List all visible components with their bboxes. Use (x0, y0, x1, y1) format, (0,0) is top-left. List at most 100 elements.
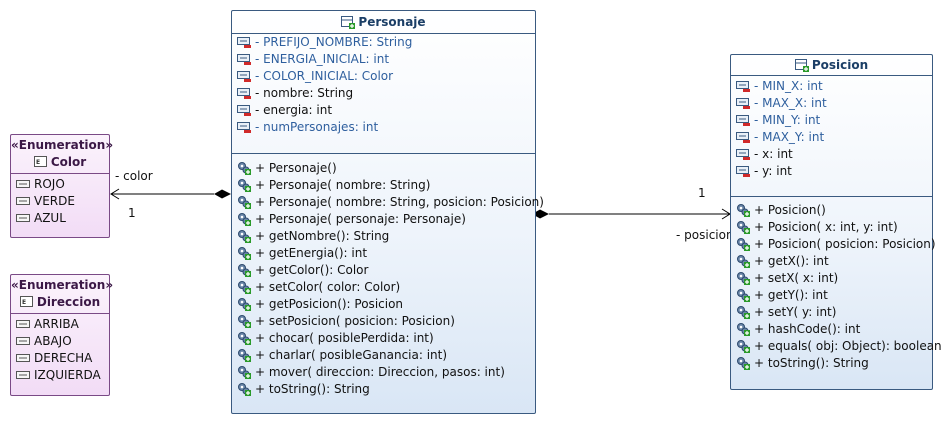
attribute-icon (736, 113, 750, 127)
operation-row-text: + Posicion() (754, 203, 826, 217)
operation-row-text: + charlar( posibleGanancia: int) (255, 348, 448, 362)
operation-row[interactable]: + mover( direccion: Direccion, pasos: in… (237, 364, 505, 381)
operation-icon (237, 331, 251, 345)
enum-literal-row[interactable]: AZUL (16, 210, 66, 227)
operation-row[interactable]: + toString(): String (736, 355, 869, 372)
operation-row-text: + toString(): String (754, 356, 869, 370)
enum-literal-row[interactable]: ABAJO (16, 333, 72, 350)
attribute-icon (736, 147, 750, 161)
literal-icon (16, 368, 30, 382)
operation-icon (237, 365, 251, 379)
attribute-icon (736, 96, 750, 110)
enum-literal-row[interactable]: ROJO (16, 176, 65, 193)
literal-icon (16, 211, 30, 225)
operation-icon (237, 263, 251, 277)
operation-icon (237, 297, 251, 311)
attribute-row-text: - MAX_X: int (754, 96, 827, 110)
operation-row[interactable]: + charlar( posibleGanancia: int) (237, 347, 447, 364)
attribute-row[interactable]: - x: int (736, 146, 793, 163)
operation-row[interactable]: + Personaje( nombre: String) (237, 177, 430, 194)
attribute-row[interactable]: - MAX_Y: int (736, 129, 824, 146)
operation-row[interactable]: + getNombre(): String (237, 228, 389, 245)
enum-color-header: «Enumeration» E Color (11, 135, 114, 174)
posicion-role-label: - posicion (676, 228, 734, 242)
operation-icon (736, 288, 750, 302)
literal-icon (16, 351, 30, 365)
attribute-row-text: - MIN_X: int (754, 79, 823, 93)
operation-row[interactable]: + setPosicion( posicion: Posicion) (237, 313, 455, 330)
operation-row[interactable]: + getPosicion(): Posicion (237, 296, 403, 313)
attribute-row[interactable]: - MIN_X: int (736, 78, 823, 95)
class-posicion[interactable]: Posicion - MIN_X: int - MAX_X: int - MIN_Y… (730, 54, 942, 390)
operation-row-text: + Personaje( personaje: Personaje) (255, 212, 466, 226)
operation-row-text: + setColor( color: Color) (255, 280, 401, 294)
attribute-row[interactable]: - MIN_Y: int (736, 112, 820, 129)
operation-row[interactable]: + Posicion( x: int, y: int) (736, 219, 898, 236)
svg-text:E: E (22, 299, 26, 306)
attribute-row[interactable]: - y: int (736, 163, 792, 180)
operation-row[interactable]: + Posicion() (736, 202, 826, 219)
operation-row[interactable]: + setX( x: int) (736, 270, 838, 287)
enum-direccion[interactable]: «Enumeration» E Direccion ARRIBA ABAJO DER… (10, 274, 113, 396)
operation-icon (237, 314, 251, 328)
attribute-icon (237, 35, 251, 49)
operation-icon (237, 195, 251, 209)
attribute-row[interactable]: - MAX_X: int (736, 95, 827, 112)
color-role-label: - color (115, 169, 153, 183)
operation-row[interactable]: + getEnergia(): int (237, 245, 367, 262)
operation-row-text: + getX(): int (754, 254, 829, 268)
enum-literal-row-text: VERDE (34, 194, 75, 208)
enum-direccion-header: «Enumeration» E Direccion (11, 275, 113, 314)
class-posicion-divider (731, 196, 932, 197)
attribute-row[interactable]: - nombre: String (237, 85, 353, 102)
operation-row[interactable]: + setColor( color: Color) (237, 279, 400, 296)
composition-diamond-posicion (532, 209, 549, 219)
operation-row[interactable]: + setY( y: int) (736, 304, 836, 321)
class-posicion-name: Posicion (811, 58, 869, 72)
operation-row[interactable]: + getY(): int (736, 287, 828, 304)
operation-row-text: + getEnergia(): int (255, 246, 368, 260)
operation-row-text: + Personaje( nombre: String) (255, 178, 431, 192)
attribute-row[interactable]: - ENERGIA_INICIAL: int (237, 51, 389, 68)
operation-row[interactable]: + hashCode(): int (736, 321, 860, 338)
attribute-icon (736, 130, 750, 144)
enum-literal-row-text: ARRIBA (34, 317, 79, 331)
operation-row[interactable]: + Personaje() (237, 160, 337, 177)
operation-row[interactable]: + chocar( posiblePerdida: int) (237, 330, 434, 347)
enum-color-stereotype: «Enumeration» (11, 138, 114, 152)
class-personaje[interactable]: Personaje - PREFIJO_NOMBRE: String- ENER… (231, 10, 544, 414)
enum-literal-row[interactable]: VERDE (16, 193, 75, 210)
enum-literal-row-text: ABAJO (34, 334, 72, 348)
attribute-row-text: - ENERGIA_INICIAL: int (255, 52, 390, 66)
attribute-icon (237, 103, 251, 117)
operation-row[interactable]: + getX(): int (736, 253, 829, 270)
operation-icon (237, 348, 251, 362)
literal-icon (16, 317, 30, 331)
operation-icon (736, 339, 750, 353)
operation-row[interactable]: + equals( obj: Object): boolean (736, 338, 942, 355)
enum-literal-row[interactable]: DERECHA (16, 350, 92, 367)
posicion-association[interactable] (532, 208, 731, 220)
attribute-row[interactable]: - PREFIJO_NOMBRE: String (237, 34, 412, 51)
enum-literal-row[interactable]: ARRIBA (16, 316, 79, 333)
operation-icon (237, 161, 251, 175)
operation-row[interactable]: + Posicion( posicion: Posicion) (736, 236, 936, 253)
operation-icon (736, 254, 750, 268)
operation-row-text: + getColor(): Color (255, 263, 369, 277)
operation-row[interactable]: + getColor(): Color (237, 262, 368, 279)
class-personaje-header: Personaje (232, 11, 535, 34)
operation-row[interactable]: + toString(): String (237, 381, 370, 398)
enum-literal-row[interactable]: IZQUIERDA (16, 367, 101, 384)
attribute-row[interactable]: - numPersonajes: int (237, 119, 378, 136)
operation-icon (736, 271, 750, 285)
operation-row[interactable]: + Personaje( personaje: Personaje) (237, 211, 466, 228)
attribute-row[interactable]: - energia: int (237, 102, 332, 119)
enum-literal-row-text: IZQUIERDA (34, 368, 101, 382)
operation-icon (736, 203, 750, 217)
enum-direccion-name: Direccion (36, 295, 101, 309)
attribute-row[interactable]: - COLOR_INICIAL: Color (237, 68, 393, 85)
operation-row[interactable]: + Personaje( nombre: String, posicion: P… (237, 194, 544, 211)
literal-icon (16, 194, 30, 208)
color-association[interactable] (110, 188, 231, 200)
